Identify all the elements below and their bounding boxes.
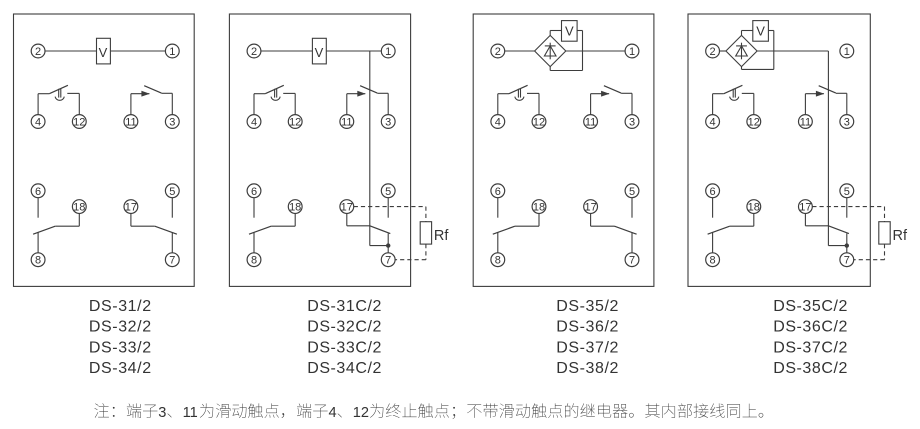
svg-text:4: 4 [251, 117, 257, 129]
svg-text:18: 18 [533, 202, 545, 214]
svg-text:2: 2 [251, 46, 257, 58]
svg-text:7: 7 [385, 255, 391, 267]
svg-text:2: 2 [495, 46, 501, 58]
svg-text:12: 12 [748, 117, 760, 129]
svg-text:18: 18 [73, 202, 85, 214]
svg-text:4: 4 [328, 405, 336, 421]
svg-text:6: 6 [35, 186, 41, 198]
svg-text:2: 2 [35, 46, 41, 58]
svg-text:17: 17 [584, 202, 596, 214]
svg-text:Rf: Rf [893, 228, 908, 244]
svg-text:5: 5 [844, 186, 850, 198]
svg-text:6: 6 [251, 186, 257, 198]
svg-text:12: 12 [533, 117, 545, 129]
svg-text:DS-32/2: DS-32/2 [89, 319, 151, 336]
svg-text:1: 1 [385, 46, 391, 58]
svg-text:V: V [99, 45, 108, 60]
svg-text:DS-35/2: DS-35/2 [556, 298, 618, 315]
svg-text:8: 8 [251, 255, 257, 267]
svg-text:4: 4 [35, 117, 41, 129]
svg-text:DS-32C/2: DS-32C/2 [307, 319, 381, 336]
svg-text:12: 12 [289, 117, 301, 129]
svg-text:DS-35C/2: DS-35C/2 [773, 298, 847, 315]
svg-text:V: V [756, 24, 765, 39]
svg-text:4: 4 [495, 117, 501, 129]
svg-text:1: 1 [629, 46, 635, 58]
svg-text:DS-33/2: DS-33/2 [89, 339, 151, 356]
svg-text:V: V [315, 45, 324, 60]
svg-text:DS-38/2: DS-38/2 [556, 360, 618, 377]
svg-text:DS-38C/2: DS-38C/2 [773, 360, 847, 377]
svg-text:5: 5 [385, 186, 391, 198]
svg-text:6: 6 [710, 186, 716, 198]
svg-text:3: 3 [158, 405, 166, 421]
svg-text:11: 11 [585, 117, 596, 129]
svg-text:3: 3 [169, 117, 175, 129]
svg-text:11: 11 [183, 405, 198, 421]
svg-text:3: 3 [629, 117, 635, 129]
svg-text:DS-31C/2: DS-31C/2 [307, 298, 381, 315]
svg-text:6: 6 [495, 186, 501, 198]
svg-text:12: 12 [353, 405, 369, 421]
svg-text:Rf: Rf [434, 228, 449, 244]
svg-text:DS-37/2: DS-37/2 [556, 339, 618, 356]
svg-text:8: 8 [35, 255, 41, 267]
svg-text:11: 11 [341, 117, 352, 129]
svg-text:DS-34/2: DS-34/2 [89, 360, 151, 377]
svg-text:8: 8 [710, 255, 716, 267]
svg-text:7: 7 [629, 255, 635, 267]
svg-text:1: 1 [844, 46, 850, 58]
svg-text:18: 18 [289, 202, 301, 214]
svg-text:11: 11 [125, 117, 136, 129]
svg-text:12: 12 [73, 117, 85, 129]
svg-text:18: 18 [748, 202, 760, 214]
svg-text:V: V [565, 24, 574, 39]
svg-text:DS-37C/2: DS-37C/2 [773, 339, 847, 356]
svg-text:5: 5 [169, 186, 175, 198]
svg-text:1: 1 [169, 46, 175, 58]
svg-text:7: 7 [169, 255, 175, 267]
svg-text:DS-33C/2: DS-33C/2 [307, 339, 381, 356]
svg-text:8: 8 [495, 255, 501, 267]
svg-text:2: 2 [710, 46, 716, 58]
svg-text:17: 17 [125, 202, 137, 214]
svg-text:DS-31/2: DS-31/2 [89, 298, 151, 315]
svg-text:17: 17 [341, 202, 353, 214]
svg-text:4: 4 [710, 117, 716, 129]
svg-text:5: 5 [629, 186, 635, 198]
svg-text:3: 3 [844, 117, 850, 129]
svg-text:7: 7 [844, 255, 850, 267]
svg-text:DS-36C/2: DS-36C/2 [773, 319, 847, 336]
svg-text:11: 11 [800, 117, 811, 129]
svg-text:17: 17 [799, 202, 811, 214]
svg-text:DS-36/2: DS-36/2 [556, 319, 618, 336]
svg-text:3: 3 [385, 117, 391, 129]
svg-text:DS-34C/2: DS-34C/2 [307, 360, 381, 377]
